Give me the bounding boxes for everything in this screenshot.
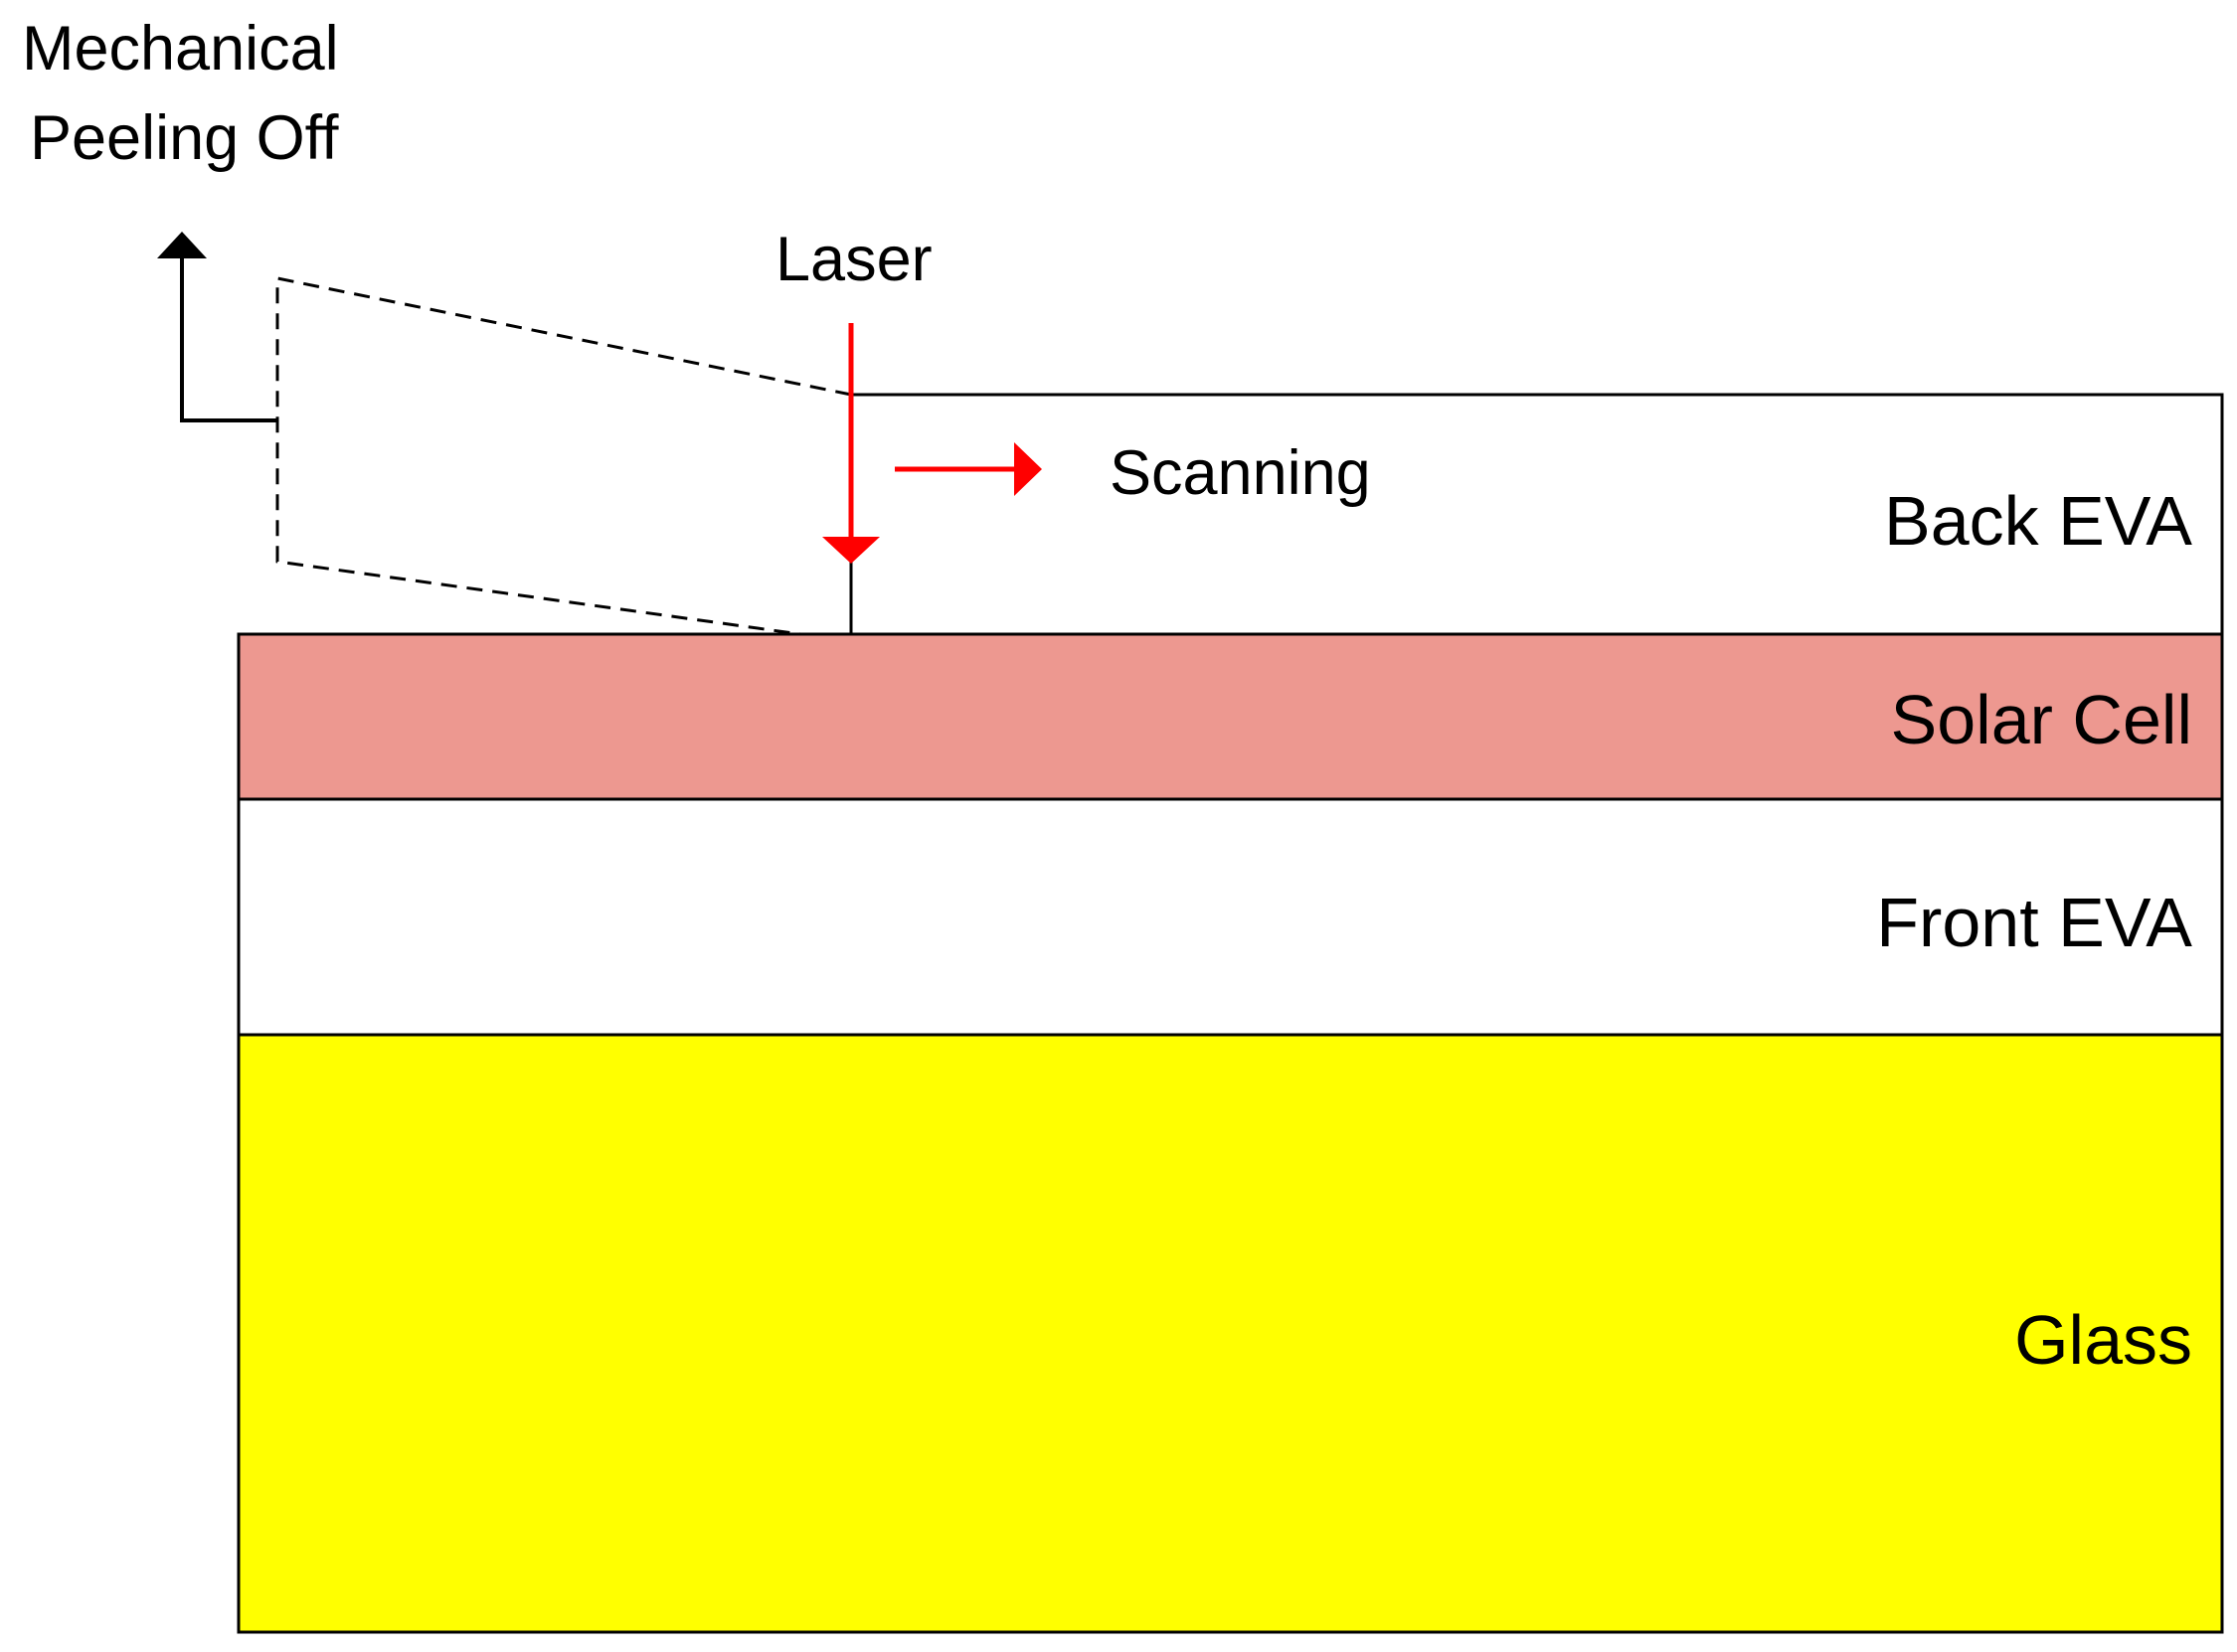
peeled-layer-outline	[275, 276, 852, 636]
scanning-arrow-head-icon	[1014, 442, 1042, 496]
solar-cell-layer	[237, 632, 2224, 801]
glass-layer	[237, 1033, 2224, 1634]
scanning-label: Scanning	[1110, 438, 1371, 508]
peeling-arrow-line	[180, 258, 277, 422]
front-eva-layer	[237, 797, 2224, 1037]
peeling-arrow-head-icon	[157, 232, 207, 258]
front-eva-label: Front EVA	[1876, 884, 2192, 961]
peeling-label-line2: Peeling Off	[30, 103, 339, 173]
back-eva-label: Back EVA	[1884, 482, 2192, 560]
solar-cell-label: Solar Cell	[1891, 681, 2192, 758]
back-eva-layer	[849, 393, 2224, 636]
glass-label: Glass	[2014, 1301, 2192, 1379]
laser-arrow-head-icon	[822, 537, 880, 564]
laser-label: Laser	[775, 225, 933, 294]
peeling-label-line1: Mechanical	[22, 14, 339, 83]
